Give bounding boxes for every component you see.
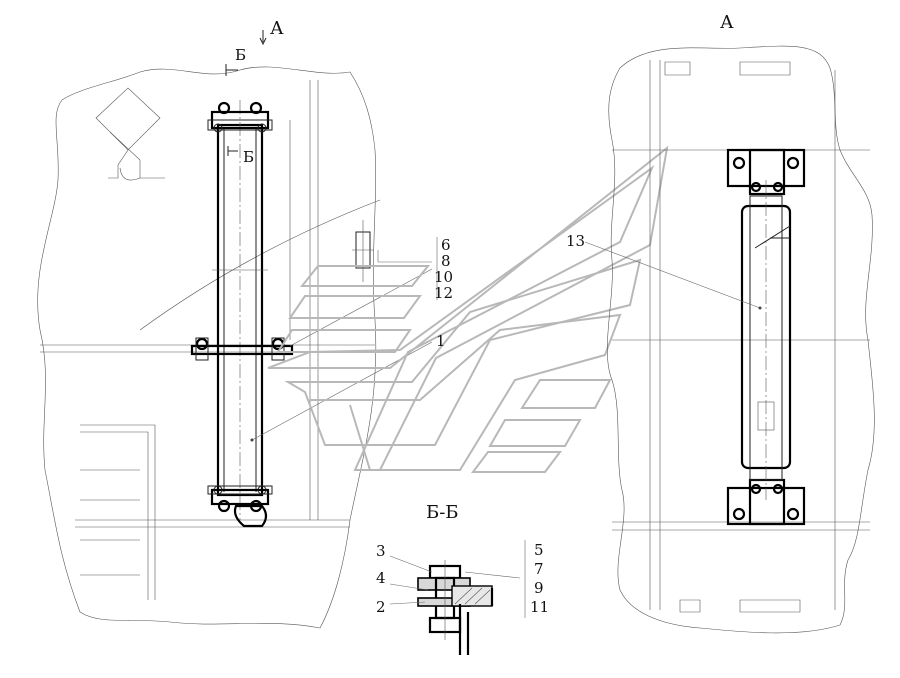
section-b-b bbox=[389, 540, 526, 655]
view-a-title: А bbox=[720, 12, 734, 33]
callout-13: 13 bbox=[566, 232, 585, 250]
callout-9: 9 bbox=[534, 579, 544, 597]
callout-6: 6 bbox=[441, 236, 451, 254]
watermark-logo bbox=[267, 145, 669, 473]
mounting-plate bbox=[190, 344, 294, 356]
callout-5: 5 bbox=[534, 541, 544, 559]
main-view bbox=[37, 30, 438, 629]
break-outline-right bbox=[607, 45, 875, 634]
callout-11: 11 bbox=[530, 598, 549, 616]
view-letter-a: А bbox=[270, 18, 284, 39]
callout-1: 1 bbox=[436, 332, 446, 350]
break-outline-left bbox=[37, 66, 377, 629]
section-title: Б-Б bbox=[426, 502, 459, 523]
callout-10: 10 bbox=[434, 268, 453, 286]
callout-7: 7 bbox=[534, 560, 544, 578]
section-mark-top: Б bbox=[235, 46, 246, 64]
callout-8: 8 bbox=[441, 252, 451, 270]
callout-2: 2 bbox=[376, 598, 386, 616]
callout-4: 4 bbox=[376, 569, 386, 587]
view-a bbox=[584, 45, 875, 634]
callout-12: 12 bbox=[434, 284, 453, 302]
callout-3: 3 bbox=[376, 542, 386, 560]
section-mark-mid: Б bbox=[243, 148, 254, 166]
